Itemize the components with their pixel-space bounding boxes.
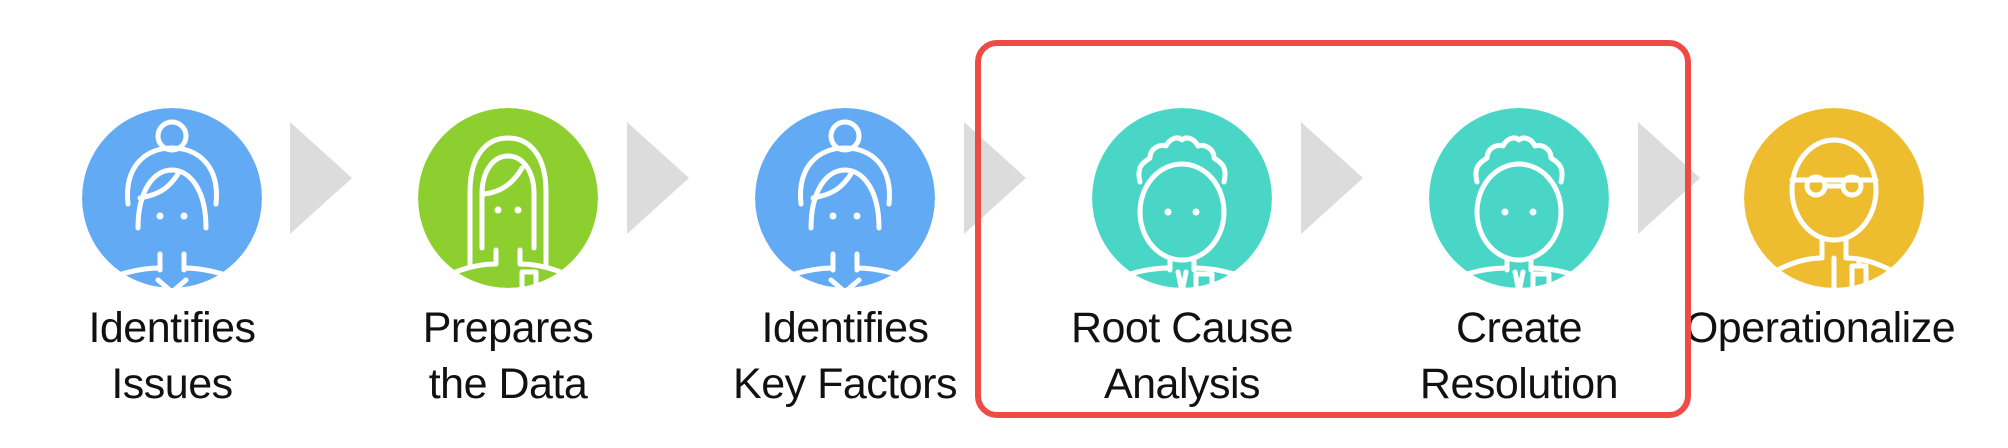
person-blue-icon bbox=[755, 108, 935, 288]
step-label-line1: Create bbox=[1455, 304, 1583, 352]
person-teal-icon bbox=[1429, 108, 1609, 288]
step-label-line1: Root Cause bbox=[1070, 304, 1294, 352]
person-green-icon bbox=[418, 108, 598, 288]
step-label-line1: Identifies bbox=[761, 304, 929, 352]
step-label: Create Resolution bbox=[1347, 300, 1691, 412]
step-label-line1: Operationalize bbox=[1684, 304, 1956, 352]
highlight-box bbox=[975, 40, 1691, 418]
person-blue-icon bbox=[82, 108, 262, 288]
step-label-line2: Key Factors bbox=[733, 360, 957, 408]
step-label: Prepares the Data bbox=[336, 300, 680, 412]
person-yellow-icon bbox=[1744, 108, 1924, 288]
step-label: Operationalize bbox=[1648, 300, 1992, 356]
step-label-line2: Analysis bbox=[1103, 360, 1261, 408]
step-label: Identifies Issues bbox=[0, 300, 344, 412]
step-identifies-key-factors: Identifies Key Factors bbox=[673, 0, 993, 448]
step-label: Identifies Key Factors bbox=[673, 300, 1017, 412]
step-label-line2: Issues bbox=[111, 360, 233, 408]
step-label: Root Cause Analysis bbox=[1010, 300, 1354, 412]
step-label-line1: Identifies bbox=[88, 304, 256, 352]
step-operationalize: Operationalize bbox=[1664, 0, 1984, 448]
step-prepares-the-data: Prepares the Data bbox=[336, 0, 656, 448]
step-root-cause-analysis: Root Cause Analysis bbox=[1010, 0, 1330, 448]
step-create-resolution: Create Resolution bbox=[1347, 0, 1667, 448]
step-label-line2: Resolution bbox=[1419, 360, 1619, 408]
chevron-right-icon bbox=[290, 122, 352, 234]
step-label-line1: Prepares bbox=[422, 304, 594, 352]
step-identifies-issues: Identifies Issues bbox=[0, 0, 320, 448]
chevron-right-icon bbox=[1638, 122, 1700, 234]
chevron-right-icon bbox=[1301, 122, 1363, 234]
chevron-right-icon bbox=[627, 122, 689, 234]
step-label-line2: the Data bbox=[428, 360, 588, 408]
